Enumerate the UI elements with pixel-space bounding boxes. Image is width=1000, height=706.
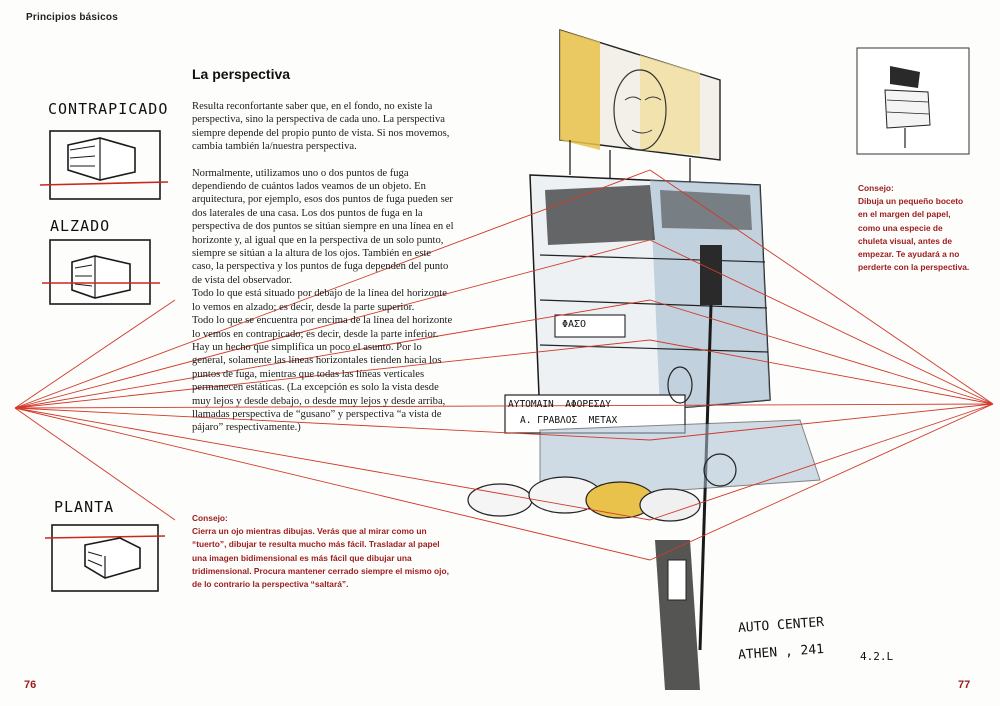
paragraph: Todo lo que está situado por debajo de l… (192, 288, 447, 313)
paragraph: Resulta reconfortante saber que, en el f… (192, 101, 450, 153)
tip-box-left: Consejo: Cierra un ojo mientras dibujas.… (192, 512, 452, 591)
vanishing-lines (14, 169, 994, 561)
tip-text: Dibuja un pequeño boceto en el margen de… (858, 196, 970, 273)
building-sign-1: ΦΑΣΟ (562, 319, 587, 330)
building-sketch (467, 29, 821, 690)
planta-label: PLANTA (54, 498, 115, 516)
handwritten-date: 4.2.L (860, 650, 894, 663)
section-header: Principios básicos (26, 12, 118, 23)
alzado-diagram (42, 239, 160, 305)
paragraph: Hay un hecho que simplifica un poco el a… (192, 341, 446, 434)
contrapicado-label: CONTRAPICADO (48, 100, 169, 118)
margin-thumbnail-sketch (856, 47, 970, 155)
planta-diagram (44, 524, 166, 592)
article-body: Resulta reconfortante saber que, en el f… (192, 100, 454, 435)
contrapicado-diagram (39, 130, 169, 200)
building-sign-2: ΑΥΤΟΜΑΙΝ ΑΦΟΡΕΣΔΥ (508, 399, 611, 410)
paragraph: Normalmente, utilizamos uno o dos puntos… (192, 167, 454, 286)
page-number-right: 77 (958, 679, 971, 691)
tip-title: Consejo: (192, 513, 228, 523)
tip-title: Consejo: (858, 183, 894, 193)
alzado-label: ALZADO (50, 217, 111, 235)
tip-box-right: Consejo: Dibuja un pequeño boceto en el … (858, 182, 970, 274)
page-number-left: 76 (24, 679, 37, 691)
paragraph: Todo lo que se encuentra por encima de l… (192, 315, 453, 340)
article-title: La perspectiva (192, 66, 291, 82)
tip-text: Cierra un ojo mientras dibujas. Verás qu… (192, 526, 449, 590)
building-sign-3: Α. ΓΡΑΒΛΟΣ ΜΕΤΑΧ (520, 415, 618, 426)
